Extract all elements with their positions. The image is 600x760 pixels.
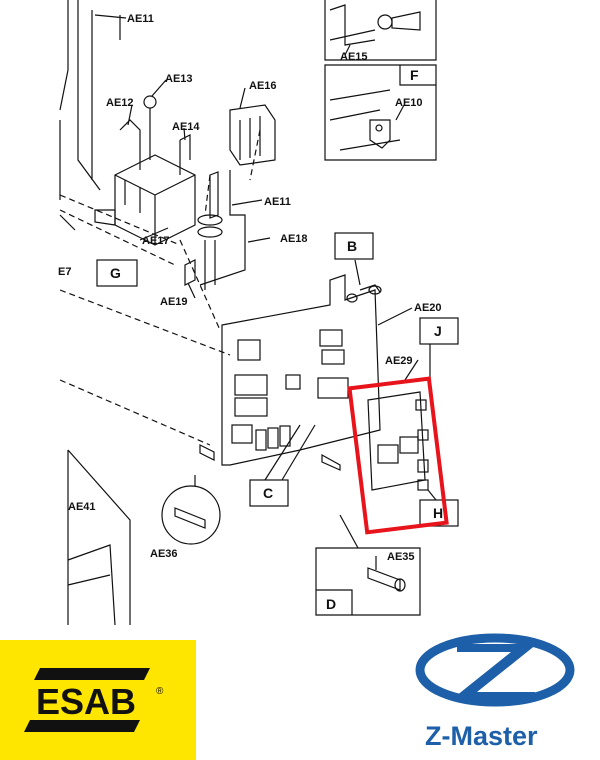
label-ae36: AE36 bbox=[150, 548, 178, 560]
label-ae18: AE18 bbox=[280, 233, 308, 245]
exploded-parts-diagram: AE11 AE15 F AE10 AE13 AE12 AE16 AE14 AE1… bbox=[58, 0, 459, 625]
label-ae29: AE29 bbox=[385, 355, 413, 367]
label-ae17: AE17 bbox=[142, 235, 170, 247]
label-b: B bbox=[347, 238, 357, 254]
label-ae11-top: AE11 bbox=[127, 13, 154, 25]
label-ae11-mid: AE11 bbox=[264, 196, 291, 208]
esab-logo: ESAB ® bbox=[0, 640, 196, 760]
label-ae15: AE15 bbox=[340, 51, 368, 63]
label-g: G bbox=[110, 265, 121, 281]
label-h: H bbox=[433, 505, 443, 521]
label-d: D bbox=[326, 596, 336, 612]
highlight-frame bbox=[347, 376, 449, 535]
label-ae41: AE41 bbox=[68, 501, 96, 513]
zmaster-logo: Z-Master bbox=[415, 633, 575, 751]
label-ae16: AE16 bbox=[249, 80, 277, 92]
label-e7: E7 bbox=[58, 266, 71, 278]
label-ae19: AE19 bbox=[160, 296, 188, 308]
label-ae10: AE10 bbox=[395, 97, 423, 109]
esab-registered-mark: ® bbox=[156, 686, 164, 697]
label-f: F bbox=[410, 67, 419, 83]
label-c: C bbox=[263, 485, 273, 501]
zmaster-wordmark: Z-Master bbox=[425, 721, 538, 751]
esab-wordmark: ESAB bbox=[36, 681, 136, 722]
label-ae13: AE13 bbox=[165, 73, 193, 85]
label-ae35: AE35 bbox=[387, 551, 415, 563]
label-ae20: AE20 bbox=[414, 302, 442, 314]
label-j: J bbox=[434, 323, 442, 339]
label-ae14: AE14 bbox=[172, 121, 200, 133]
label-ae12: AE12 bbox=[106, 97, 134, 109]
